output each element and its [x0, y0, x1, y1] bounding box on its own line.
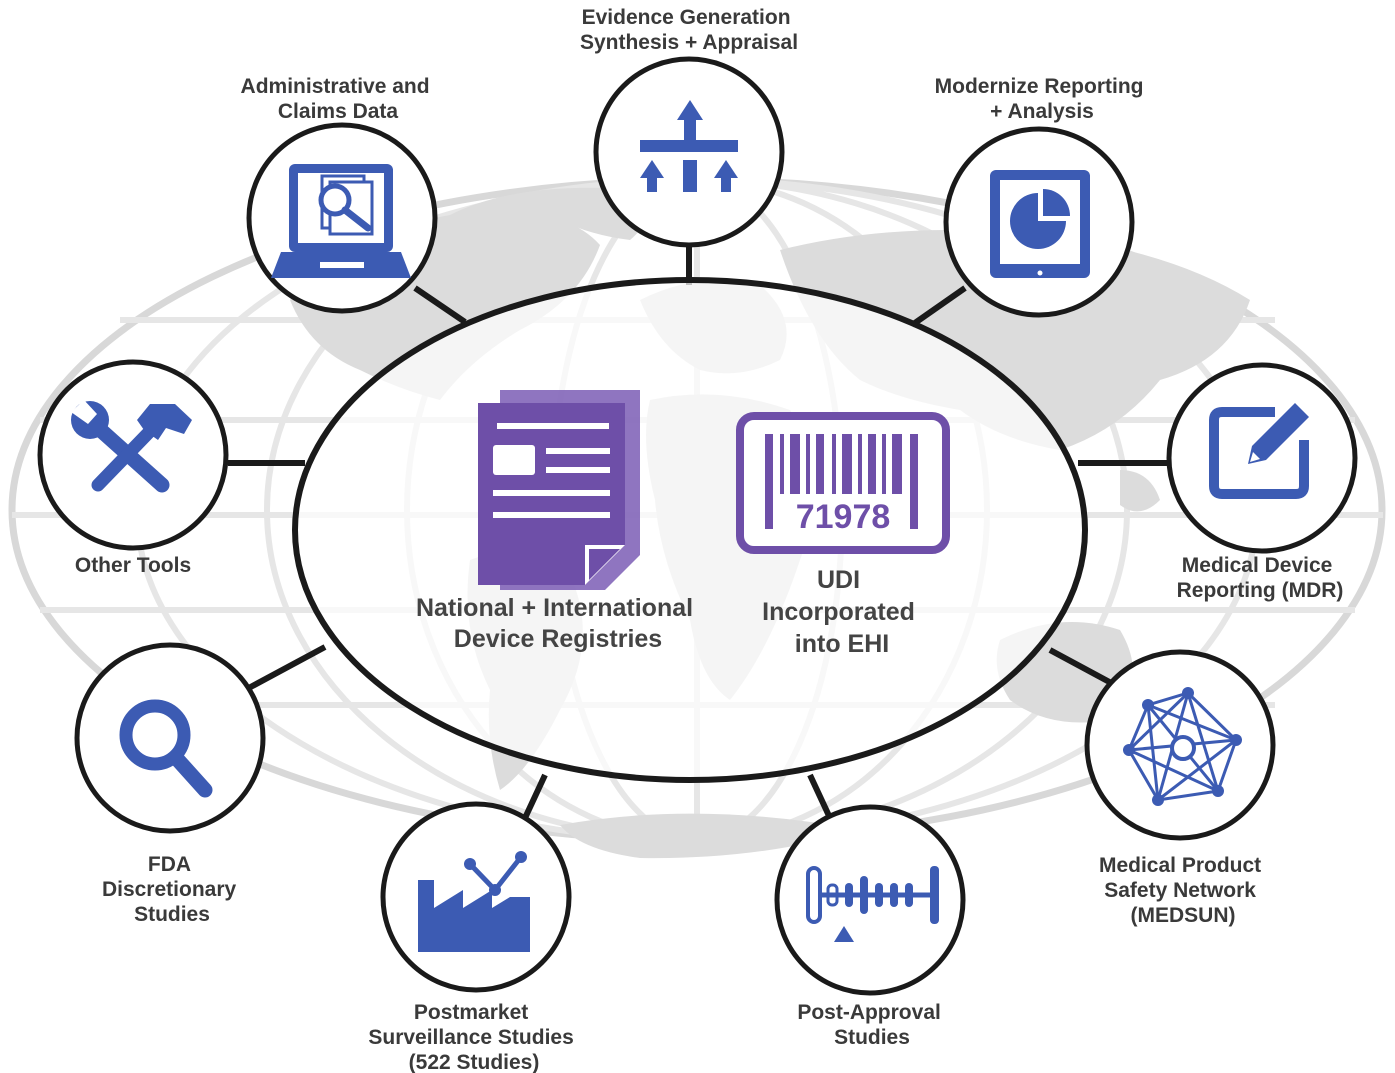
hierarchy-arrows-icon [640, 100, 738, 192]
node-modernize-reporting: Modernize Reporting + Analysis [935, 75, 1150, 318]
wrench-hammer-icon [71, 400, 192, 493]
magnifier-icon [119, 699, 213, 798]
connector-post-approval-studies [807, 773, 833, 820]
node-fda-discretionary: FDA Discretionary Studies [74, 642, 266, 926]
node-other-tools: Other Tools [37, 359, 229, 577]
laptop-search-icon [271, 164, 411, 278]
documents-icon [478, 390, 640, 590]
node-medsun: Medical Product Safety Network (MEDSUN) [1084, 649, 1276, 927]
network-star-icon [1123, 687, 1242, 806]
factory-trend-icon [418, 851, 530, 952]
node-evidence-generation-label: Evidence Generation Synthesis + Appraisa… [580, 6, 798, 54]
node-medical-device-reporting: Medical Device Reporting (MDR) [1166, 362, 1358, 602]
node-fda-discretionary-label: FDA Discretionary Studies [102, 853, 242, 926]
connector-medsun [1048, 647, 1117, 688]
udi-label: UDI Incorporated into EHI [762, 566, 922, 658]
node-postmarket-surveillance: Postmarket Surveillance Studies (522 Stu… [368, 801, 579, 1073]
connector-lines [228, 245, 1168, 820]
node-postmarket-surveillance-label: Postmarket Surveillance Studies (522 Stu… [368, 1001, 579, 1073]
central-ellipse [292, 277, 1088, 783]
barcode-icon [736, 412, 950, 554]
connector-modernize-reporting [910, 285, 967, 328]
connector-postmarket-surveillance [522, 773, 548, 820]
connector-fda-discretionary [243, 644, 327, 693]
node-post-approval-studies-label: Post-Approval Studies [797, 1001, 946, 1049]
node-other-tools-label: Other Tools [75, 554, 191, 577]
edit-pencil-icon [1209, 403, 1309, 499]
node-medsun-label: Medical Product Safety Network (MEDSUN) [1099, 854, 1267, 927]
node-administrative-claims-label: Administrative and Claims Data [241, 75, 436, 123]
udi-number: 71978 [796, 498, 891, 536]
registries-label: National + International Device Registri… [416, 594, 700, 653]
node-post-approval-studies: Post-Approval Studies [774, 804, 966, 1049]
node-medical-device-reporting-label: Medical Device Reporting (MDR) [1177, 554, 1344, 602]
slider-scale-icon [806, 866, 939, 942]
node-administrative-claims: Administrative and Claims Data [241, 75, 438, 314]
connector-administrative-claims [413, 285, 467, 325]
node-evidence-generation: Evidence Generation Synthesis + Appraisa… [580, 6, 798, 248]
node-modernize-reporting-label: Modernize Reporting + Analysis [935, 75, 1150, 123]
tablet-pie-chart-icon [990, 170, 1090, 278]
